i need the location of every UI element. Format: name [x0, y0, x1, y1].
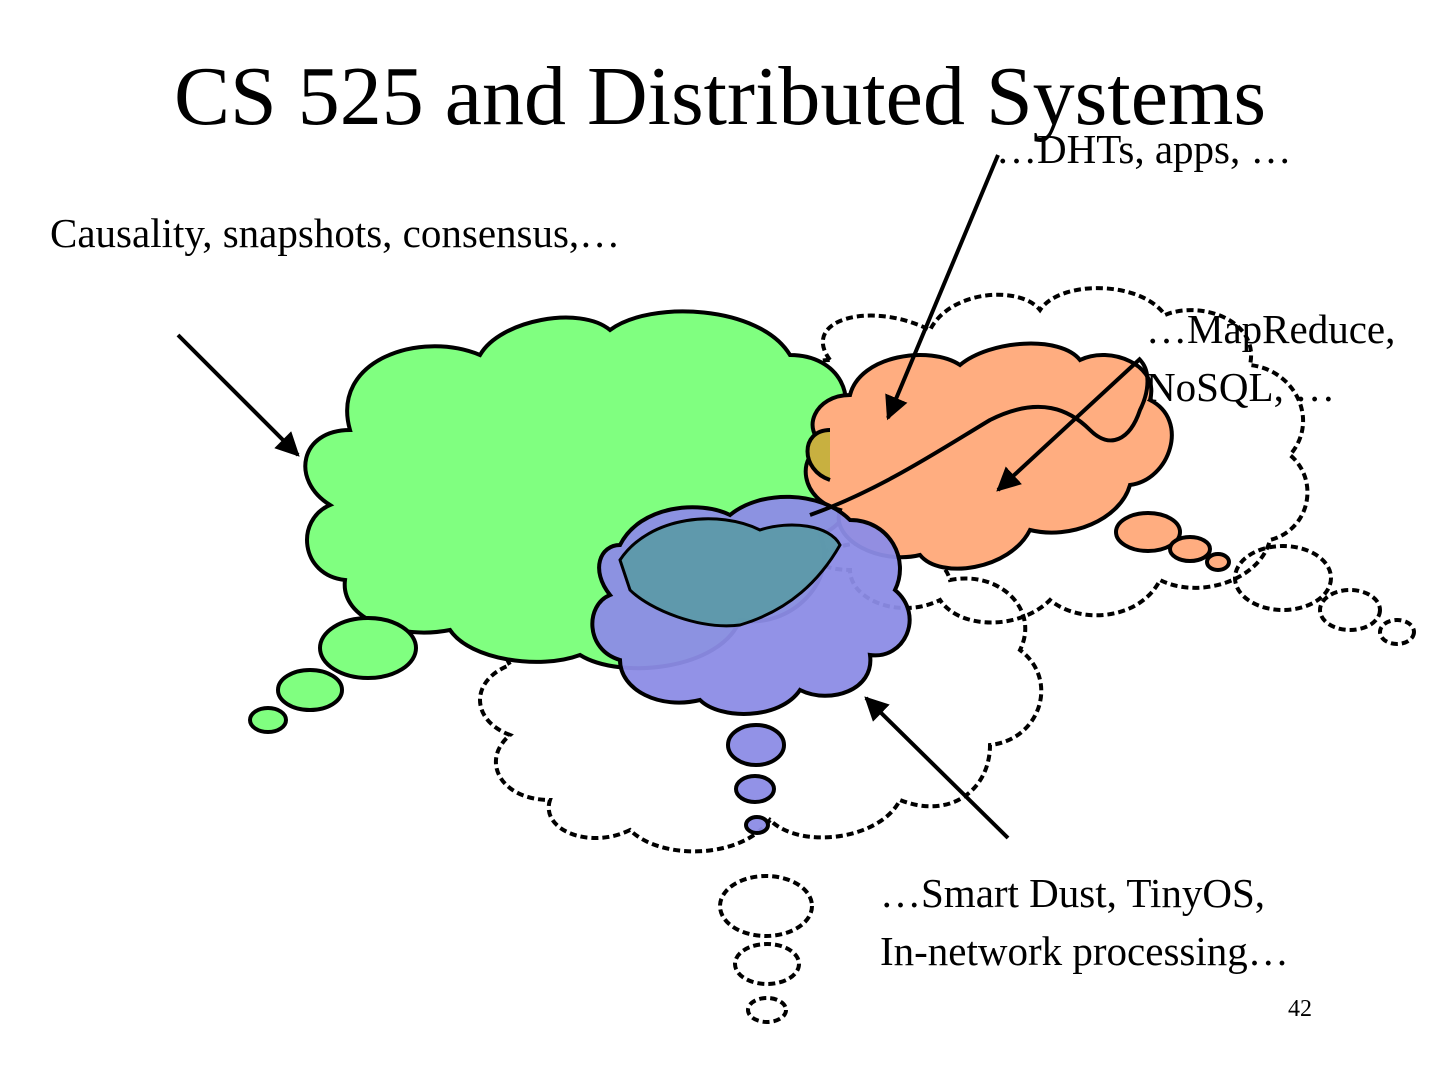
overlap-region [618, 517, 842, 628]
label-smart-dust: …Smart Dust, TinyOS, In-network processi… [880, 864, 1289, 980]
label-mapreduce: …MapReduce, NoSQL, … [1146, 300, 1395, 416]
label-causality: Causality, snapshots, consensus,… [50, 210, 621, 256]
label-dht: …DHTs, apps, … [996, 126, 1292, 172]
arrow-causality [176, 333, 300, 457]
arrow-dht [885, 154, 1000, 421]
label-dust-line1: …Smart Dust, TinyOS, [880, 870, 1266, 916]
label-mapreduce-line2: NoSQL, … [1146, 364, 1336, 410]
label-dust-line2: In-network processing… [880, 928, 1289, 974]
arrow-dust [864, 696, 1010, 840]
arrow-mapreduce [996, 356, 1143, 492]
connector-curve [809, 358, 1150, 517]
label-mapreduce-line1: …MapReduce, [1146, 306, 1396, 352]
slide-title: CS 525 and Distributed Systems [173, 50, 1267, 143]
page-number: 42 [1288, 996, 1312, 1022]
